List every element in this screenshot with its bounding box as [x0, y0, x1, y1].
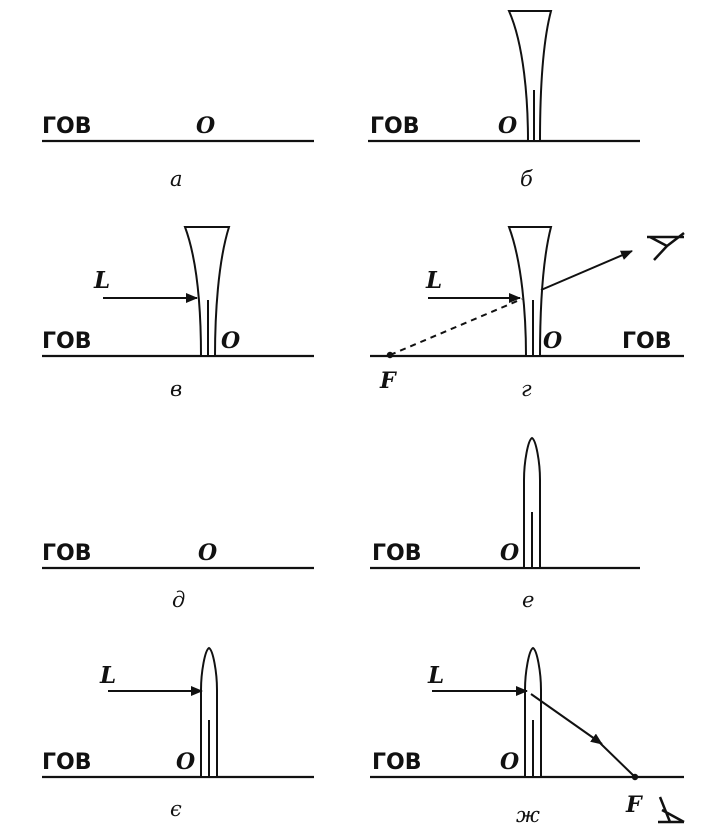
panel-caption: в — [170, 377, 182, 401]
panel-caption: е — [522, 588, 534, 612]
axis-label: ГОВ — [370, 114, 420, 139]
panel-d: ГОВ O д — [42, 540, 314, 612]
focus-point — [631, 773, 639, 781]
origin-label: O — [196, 113, 215, 139]
light-label: L — [93, 267, 110, 294]
axis-label: ГОВ — [42, 329, 92, 354]
origin-label: O — [176, 749, 195, 775]
eye-icon — [658, 796, 685, 824]
panel-ye: L ГОВ O є — [42, 646, 314, 821]
focused-light-ray-start — [530, 693, 603, 745]
panel-caption: г — [521, 377, 532, 401]
light-label: L — [425, 267, 442, 294]
panel-caption: д — [172, 588, 185, 612]
convex-column-shape — [523, 436, 541, 569]
panel-v: L ГОВ O в — [42, 226, 314, 401]
focus-label: F — [625, 792, 643, 818]
convex-column-shape — [524, 646, 542, 778]
light-label: L — [99, 662, 116, 689]
origin-label: O — [543, 328, 562, 354]
panel-caption: б — [520, 167, 533, 191]
axis-label: ГОВ — [42, 114, 92, 139]
axis-label: ГОВ — [372, 750, 422, 775]
panel-caption: ж — [516, 803, 540, 827]
axis-label: ГОВ — [622, 329, 672, 354]
focal-extension-ray — [389, 298, 523, 356]
panel-a: ГОВ O а — [42, 113, 314, 191]
axis-label: ГОВ — [42, 541, 92, 566]
outgoing-light-ray — [540, 250, 633, 291]
focused-light-ray-end — [599, 742, 636, 778]
panel-caption: а — [170, 167, 183, 191]
convex-column-shape — [200, 646, 218, 778]
light-label: L — [427, 662, 444, 689]
concave-column-shape — [507, 226, 553, 357]
eye-icon — [647, 232, 685, 261]
panel-g: L O ГОВ F г — [370, 226, 685, 401]
axis-label: ГОВ — [42, 750, 92, 775]
concave-column-shape — [183, 226, 231, 357]
origin-label: O — [198, 540, 217, 566]
panel-caption: є — [170, 797, 182, 821]
concave-column-shape — [507, 10, 553, 142]
origin-label: O — [221, 328, 240, 354]
panel-b: ГОВ O б — [368, 10, 640, 191]
focus-point — [386, 351, 394, 359]
origin-label: O — [500, 540, 519, 566]
origin-label: O — [500, 749, 519, 775]
panel-e: ГОВ O е — [370, 436, 640, 612]
focus-label: F — [379, 368, 397, 394]
axis-label: ГОВ — [372, 541, 422, 566]
panel-zh: L ГОВ O F ж — [370, 646, 685, 827]
origin-label: O — [498, 113, 517, 139]
